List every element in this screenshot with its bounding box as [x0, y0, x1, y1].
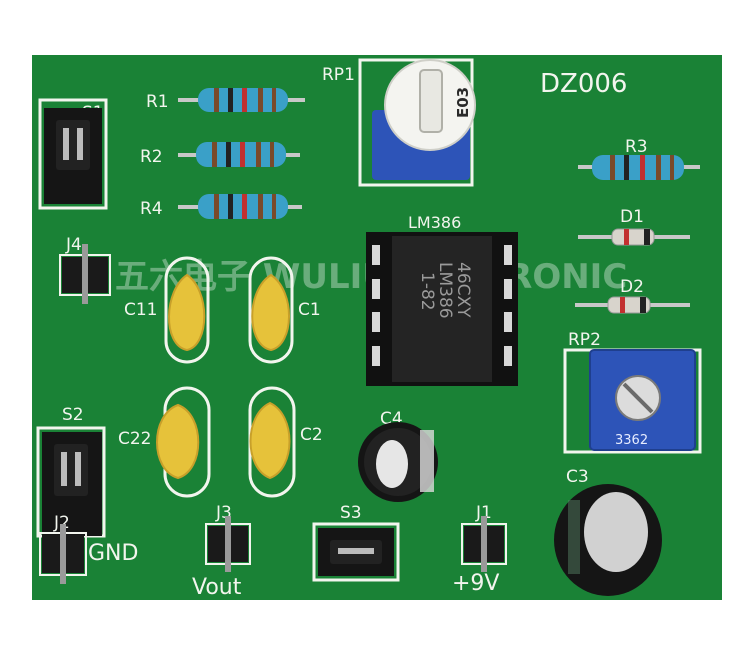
pin-j2: [39, 524, 87, 584]
label-d2: D2: [620, 277, 644, 297]
capacitor-c11: [168, 273, 206, 352]
chip-marking-2: LM386: [435, 262, 455, 319]
label-r2: R2: [140, 147, 163, 167]
rp2-marking: 3362: [615, 433, 648, 448]
label-c2: C2: [300, 425, 323, 445]
capacitor-c4: [358, 422, 438, 502]
pin-j1: [461, 516, 507, 572]
board-name: DZ006: [540, 69, 627, 99]
label-c3: C3: [566, 467, 589, 487]
diode-d1: [578, 228, 690, 246]
label-lm386: LM386: [408, 213, 461, 232]
rp1-trimmer: E03: [372, 59, 476, 180]
label-c11: C11: [124, 300, 158, 320]
label-rp1: RP1: [322, 65, 355, 85]
label-gnd: GND: [88, 541, 138, 566]
c11-silk-outline: [164, 256, 210, 364]
jumper-s2: [42, 432, 102, 536]
rp2-trimmer: 3362: [589, 349, 696, 451]
capacitor-c22: [156, 403, 200, 480]
label-rp2: RP2: [568, 330, 601, 350]
label-j4: J4: [65, 235, 82, 255]
label-r1: R1: [146, 92, 169, 112]
c1-silk-outline: [248, 256, 294, 364]
chip-marking-1: 46CXY: [453, 262, 473, 318]
label-r4: R4: [140, 199, 163, 219]
jumper-s3: [318, 528, 394, 576]
s3-silk-outline: [312, 522, 400, 582]
rp1-marking: E03: [454, 87, 472, 118]
resistor-r3: [578, 155, 700, 180]
label-vout: Vout: [192, 575, 242, 600]
s1-silk-outline: [38, 98, 108, 210]
label-s3: S3: [340, 503, 362, 523]
label-plus9v: +9V: [452, 571, 499, 596]
jumper-s1: [44, 108, 102, 204]
label-c1: C1: [298, 300, 321, 320]
resistor-r4: [178, 194, 302, 219]
pin-j4: [59, 244, 111, 304]
label-d1: D1: [620, 207, 644, 227]
capacitor-c3: [554, 484, 662, 596]
chip-marking-3: 1-82: [417, 272, 437, 311]
capacitor-c2: [249, 401, 291, 480]
label-s2: S2: [62, 405, 84, 425]
label-c22: C22: [118, 429, 152, 449]
pin-j3: [205, 516, 251, 572]
ic-lm386: 46CXY LM386 1-82: [392, 236, 492, 382]
label-r3: R3: [625, 137, 648, 157]
diode-d2: [575, 296, 690, 314]
label-j1: J1: [475, 503, 492, 523]
resistor-r2: [178, 142, 300, 167]
capacitor-c1: [251, 273, 290, 352]
resistor-r1: [178, 88, 305, 112]
